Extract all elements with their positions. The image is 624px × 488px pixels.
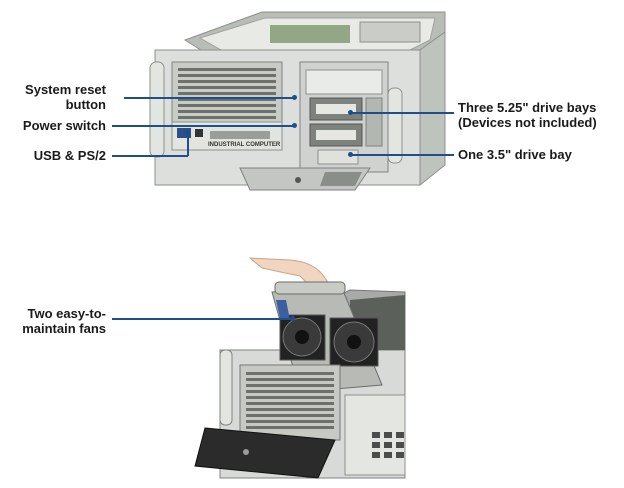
label-power-switch-text: Power switch — [22, 118, 106, 133]
callout-line-drive-bay-35 — [350, 154, 454, 156]
label-drive-bay-35-text: One 3.5" drive bay — [458, 147, 572, 162]
label-drive-bays-525-line2: (Devices not included) — [458, 115, 597, 130]
label-usb-ps2: USB & PS/2 — [4, 148, 106, 163]
label-drive-bays-525: Three 5.25" drive bays (Devices not incl… — [458, 100, 597, 130]
label-system-reset-line2: button — [65, 97, 106, 112]
label-system-reset-line1: System reset — [25, 82, 106, 97]
label-power-switch: Power switch — [4, 118, 106, 133]
callout-line-fans — [112, 318, 292, 320]
label-drive-bay-35: One 3.5" drive bay — [458, 147, 572, 162]
callout-dot-system-reset — [292, 95, 297, 100]
label-drive-bays-525-line1: Three 5.25" drive bays — [458, 100, 597, 115]
callout-dot-power-switch — [292, 123, 297, 128]
callout-line-system-reset — [124, 97, 294, 99]
label-system-reset: System reset button — [14, 82, 106, 112]
callout-line-usb-ps2-v — [187, 132, 189, 156]
callout-line-usb-ps2-h — [112, 155, 188, 157]
callout-dot-drive-bays-525 — [348, 110, 353, 115]
label-fans: Two easy-to- maintain fans — [4, 306, 106, 336]
bottom-chassis-image — [194, 257, 406, 479]
callout-dot-drive-bay-35 — [348, 152, 353, 157]
panel-brand-text: INDUSTRIAL COMPUTER — [208, 142, 281, 148]
callout-line-power-switch — [112, 125, 294, 127]
label-fans-line1: Two easy-to- — [27, 306, 107, 321]
label-fans-line2: maintain fans — [22, 321, 106, 336]
callout-dot-fans — [290, 316, 295, 321]
callout-line-drive-bays-525 — [350, 112, 454, 114]
label-usb-ps2-text: USB & PS/2 — [33, 148, 106, 163]
callout-dot-usb-ps2 — [185, 130, 190, 135]
top-chassis-image — [149, 11, 446, 191]
